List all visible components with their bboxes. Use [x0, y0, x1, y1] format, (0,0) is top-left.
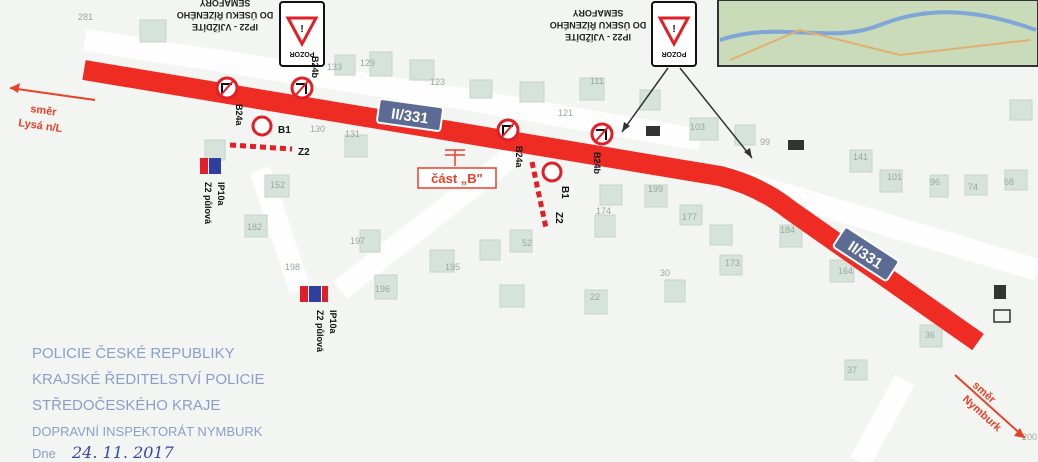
sign-ip22-left: ! POZOR IP22 - VJÍŽDÍTE DO ÚSEKU ŘÍZENÉH…	[177, 0, 325, 67]
sign-b24b-label: B24b	[592, 152, 602, 175]
house-number: 99	[760, 137, 770, 147]
house-number: 197	[350, 236, 365, 246]
sign-b1-label: B1	[278, 125, 291, 136]
house-number: 133	[327, 62, 342, 72]
road-shield-label: II/331	[390, 105, 430, 127]
sign-ip22-line1: IP22 - VJÍŽDÍTE	[192, 22, 258, 33]
stamp-line2: KRAJSKÉ ŘEDITELSTVÍ POLICIE	[32, 371, 265, 388]
house-number: 30	[660, 268, 670, 278]
stamp-line5-prefix: Dne	[32, 446, 56, 461]
house-number: 196	[375, 284, 390, 294]
ip10a-marker-1: IP10a Z2 půlová	[200, 158, 226, 225]
section-label: část „B"	[431, 171, 483, 186]
house-number: 68	[1004, 177, 1014, 187]
book-icon	[993, 309, 1011, 323]
house-number: 200	[1022, 432, 1037, 442]
sign-ip22-header: POZOR	[662, 50, 687, 57]
stamp-handwritten-date: 24. 11. 2017	[71, 443, 175, 462]
direction-lysa-line1: směr	[30, 103, 58, 119]
house-number: 174	[596, 206, 611, 216]
police-stamp: POLICIE ČESKÉ REPUBLIKY KRAJSKÉ ŘEDITELS…	[32, 345, 265, 461]
stamp-line3: STŘEDOČESKÉHO KRAJE	[32, 397, 220, 414]
sign-glyph: !	[672, 24, 675, 35]
house-number: 52	[522, 238, 532, 248]
house-number: 199	[648, 184, 663, 194]
sign-z2-half-label: Z2 půlová	[203, 182, 213, 225]
sign-z2-label: Z2	[553, 212, 564, 224]
sign-b24a-label: B24a	[234, 104, 244, 127]
inset-map	[717, 0, 1038, 67]
buildings	[139, 19, 1033, 381]
sign-z2-label: Z2	[298, 147, 310, 158]
sign-ip22-line3: SEMAFORY	[573, 8, 624, 18]
sign-b24a-left: B24a	[215, 76, 244, 127]
sign-b1-label: B1	[559, 186, 570, 199]
closure-left: B1 Z2	[229, 115, 310, 158]
sign-z2-half-label: Z2 půlová	[315, 310, 325, 353]
house-number: 164	[838, 266, 853, 276]
main-road-ii-331	[82, 60, 984, 351]
road-shield-1: II/331	[376, 98, 444, 132]
direction-lysa: směr Lysá n/L	[9, 83, 96, 135]
sign-ip10a-label: IP10a	[216, 182, 226, 207]
ip10a-marker-2: IP10a Z2 půlová	[300, 286, 338, 353]
sign-ip10a-label: IP10a	[328, 310, 338, 335]
house-number: 182	[247, 222, 262, 232]
sign-b24b-label: B24b	[310, 56, 320, 79]
house-number: 74	[968, 182, 978, 192]
house-number: 281	[78, 12, 93, 22]
sign-ip22-right: ! POZOR IP22 - VJÍŽDÍTE DO ÚSEKU ŘÍZENÉH…	[550, 1, 753, 159]
sign-b24a-right: B24a	[496, 118, 524, 169]
house-number: 22	[590, 292, 600, 302]
house-number: 96	[930, 177, 940, 187]
house-number: 131	[345, 129, 360, 139]
closure-right: B1 Z2	[529, 161, 570, 229]
sign-ip22-header: POZOR	[290, 50, 315, 57]
section-b: část „B"	[417, 149, 497, 189]
house-number: 184	[780, 225, 795, 235]
direction-lysa-line2: Lysá n/L	[18, 117, 64, 135]
sign-ip22-line2: DO ÚSEKU ŘÍZENÉHO	[177, 10, 274, 21]
house-number: 129	[360, 58, 375, 68]
sign-ip22-line1: IP22 - VJÍŽDÍTE	[565, 32, 631, 43]
house-number: 121	[558, 108, 573, 118]
sign-ip22-line2: DO ÚSEKU ŘÍZENÉHO	[550, 20, 647, 31]
sign-b24b-left: B24b	[290, 56, 320, 100]
sign-b24a-label: B24a	[514, 146, 524, 169]
house-number: 111	[590, 76, 604, 86]
sign-b24b-right: B24b	[590, 122, 614, 175]
house-number: 198	[285, 262, 300, 272]
house-number: 177	[682, 212, 697, 222]
house-number: 101	[887, 172, 902, 182]
sign-glyph: !	[300, 24, 303, 35]
house-number: 195	[445, 262, 460, 272]
stamp-line1: POLICIE ČESKÉ REPUBLIKY	[32, 345, 235, 362]
house-number: 123	[430, 77, 445, 87]
sign-ip22-line3: SEMAFORY	[200, 0, 251, 8]
house-number: 152	[270, 180, 285, 190]
house-number: 173	[725, 258, 740, 268]
bed-icon	[788, 140, 804, 150]
stamp-line4: DOPRAVNÍ INSPEKTORÁT NYMBURK	[32, 424, 263, 439]
map-pictograms	[646, 126, 1011, 323]
house-number: 130	[310, 124, 325, 134]
house-number: 36	[925, 330, 935, 340]
shield-icon	[994, 285, 1006, 299]
direction-nymburk: směr Nymburk	[954, 374, 1026, 439]
house-number: 141	[853, 152, 868, 162]
house-number-labels: 281 133 129 123 111 121 103 99 141 101 9…	[78, 12, 1037, 442]
house-number: 37	[847, 365, 857, 375]
post-office-icon	[646, 126, 660, 136]
house-number: 103	[690, 122, 705, 132]
